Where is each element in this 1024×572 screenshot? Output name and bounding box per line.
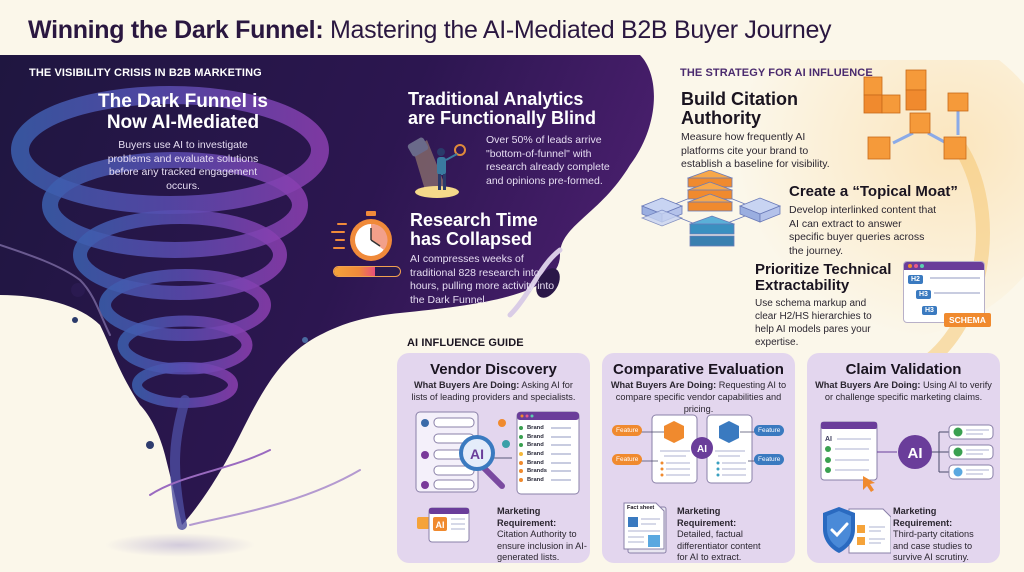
card-comparative-evaluation: Comparative Evaluation What Buyers Are D… (602, 353, 795, 563)
brand-dot-icon (519, 477, 523, 482)
card-requirement: Marketing Requirement:Third-party citati… (893, 506, 983, 564)
brand-list-item: Brand (519, 458, 577, 467)
title-bold: Winning the Dark Funnel: (28, 16, 324, 44)
fact-sheet-label: Fact sheet (627, 505, 655, 511)
dark-funnel-heading: The Dark Funnel is Now AI-Mediated (98, 91, 268, 133)
req-text: Citation Authority to ensure inclusion i… (497, 529, 587, 562)
fact-sheet-icon (623, 502, 667, 554)
stopwatch-icon (331, 211, 392, 261)
brand-dot-icon (519, 443, 523, 448)
doing-text: Using AI to verify or challenge specific… (824, 380, 992, 402)
svg-text:AI: AI (697, 444, 707, 455)
doing-prefix: What Buyers Are Doing: (815, 380, 921, 390)
card-requirement: Marketing Requirement:Citation Authority… (497, 506, 587, 564)
brand-list-item: Brands (519, 467, 577, 476)
extractability-body: Use schema markup and clear H2/HS hierar… (755, 298, 872, 348)
req-prefix: Marketing Requirement: (893, 506, 953, 528)
brand-line (551, 453, 571, 456)
brand-line (551, 435, 571, 438)
svg-text:AI: AI (436, 520, 445, 530)
card-doing: What Buyers Are Doing: Asking AI for lis… (405, 380, 582, 404)
doing-prefix: What Buyers Are Doing: (610, 380, 717, 390)
brand-line (551, 461, 571, 464)
brand-name: Brand (527, 433, 544, 440)
comparison-illustration: AI (640, 414, 758, 484)
brand-line (551, 427, 571, 430)
feature-tag: Feature (612, 425, 643, 436)
analytics-body: Over 50% of leads arrive "bottom-of-funn… (486, 134, 610, 187)
title-rest: Mastering the AI-Mediated B2B Buyer Jour… (323, 16, 832, 44)
visibility-section-label: THE VISIBILITY CRISIS IN B2B MARKETING (29, 67, 262, 79)
doing-prefix: What Buyers Are Doing: (414, 380, 520, 390)
svg-text:AI: AI (470, 446, 484, 462)
analytics-heading: Traditional Analytics are Functionally B… (408, 89, 597, 129)
research-progress-bar (333, 266, 401, 277)
dark-funnel-illustration (0, 55, 654, 557)
topical-moat-body: Develop interlinked content that AI can … (789, 204, 937, 257)
brand-name: Brand (527, 459, 544, 466)
brand-line (551, 444, 571, 447)
brand-list-item: Brand (519, 441, 577, 450)
citation-blocks-icon (863, 69, 969, 160)
ai-chat-window-icon: AI (417, 507, 470, 543)
brand-list-item: Brand (519, 433, 577, 442)
req-prefix: Marketing Requirement: (497, 506, 557, 528)
schema-tag-h3: H3 (916, 290, 931, 299)
brand-name: Brand (527, 451, 544, 458)
svg-text:AI: AI (908, 445, 923, 462)
brand-dot-icon (519, 469, 523, 474)
req-prefix: Marketing Requirement: (677, 506, 737, 528)
citation-authority-heading: Build Citation Authority (681, 89, 798, 129)
brand-dot-icon (519, 452, 523, 457)
vendor-discovery-illustration: AI (415, 411, 580, 495)
brand-name: Brand (527, 425, 544, 432)
shield-document-icon (823, 507, 891, 554)
brand-name: Brand (527, 476, 544, 483)
card-claim-validation: Claim Validation What Buyers Are Doing: … (807, 353, 1000, 563)
topical-moat-icon (640, 170, 782, 247)
research-time-body: AI compresses weeks of traditional 828 r… (410, 253, 555, 306)
feature-tag: Feature (612, 454, 643, 465)
card-doing: What Buyers Are Doing: Using AI to verif… (815, 380, 992, 404)
schema-badge: SCHEMA (944, 313, 991, 327)
feature-tag: Feature (754, 454, 785, 465)
research-time-heading: Research Time has Collapsed (410, 210, 538, 250)
page-title: Winning the Dark Funnel: Mastering the A… (28, 16, 832, 45)
svg-text:AI: AI (825, 436, 832, 443)
brand-name: Brand (527, 442, 544, 449)
req-text: Third-party citations and case studies t… (893, 529, 974, 562)
citation-authority-body: Measure how frequently AI platforms cite… (681, 131, 830, 171)
brand-list-item: Brand (519, 424, 577, 433)
req-text: Detailed, factual differentiator content… (677, 529, 761, 562)
schema-tag-h2: H2 (908, 275, 923, 284)
brand-dot-icon (519, 434, 523, 439)
feature-tag: Feature (754, 425, 785, 436)
dark-funnel-body: Buyers use AI to investigate problems an… (107, 139, 259, 192)
brand-line (551, 478, 571, 481)
brand-name: Brands (527, 468, 547, 475)
schema-tag-h3-2: H3 (922, 306, 937, 315)
brand-list-item: Brand (519, 476, 577, 485)
card-vendor-discovery: Vendor Discovery What Buyers Are Doing: … (397, 353, 590, 563)
card-doing: What Buyers Are Doing: Requesting AI to … (610, 380, 787, 416)
doing-text: Requesting AI to compare specific vendor… (615, 380, 787, 414)
doing-text: Asking AI for lists of leading providers… (411, 380, 576, 402)
card-title: Vendor Discovery (430, 361, 557, 378)
brand-line (551, 470, 571, 473)
research-progress-fill (334, 267, 375, 276)
strategy-section-label: THE STRATEGY FOR AI INFLUENCE (680, 67, 873, 79)
brand-dot-icon (519, 460, 523, 465)
topical-moat-heading: Create a “Topical Moat” (789, 183, 958, 200)
claim-validation-illustration: AI AI (820, 421, 994, 492)
guide-section-label: AI INFLUENCE GUIDE (407, 337, 524, 349)
spotlight-person-icon (407, 137, 466, 198)
extractability-heading: Prioritize Technical Extractability (755, 261, 892, 295)
card-title: Comparative Evaluation (613, 361, 784, 378)
card-title: Claim Validation (845, 361, 962, 378)
brand-list-item: Brand (519, 450, 577, 459)
card-requirement: Marketing Requirement:Detailed, factual … (677, 506, 767, 564)
brand-dot-icon (519, 426, 523, 431)
